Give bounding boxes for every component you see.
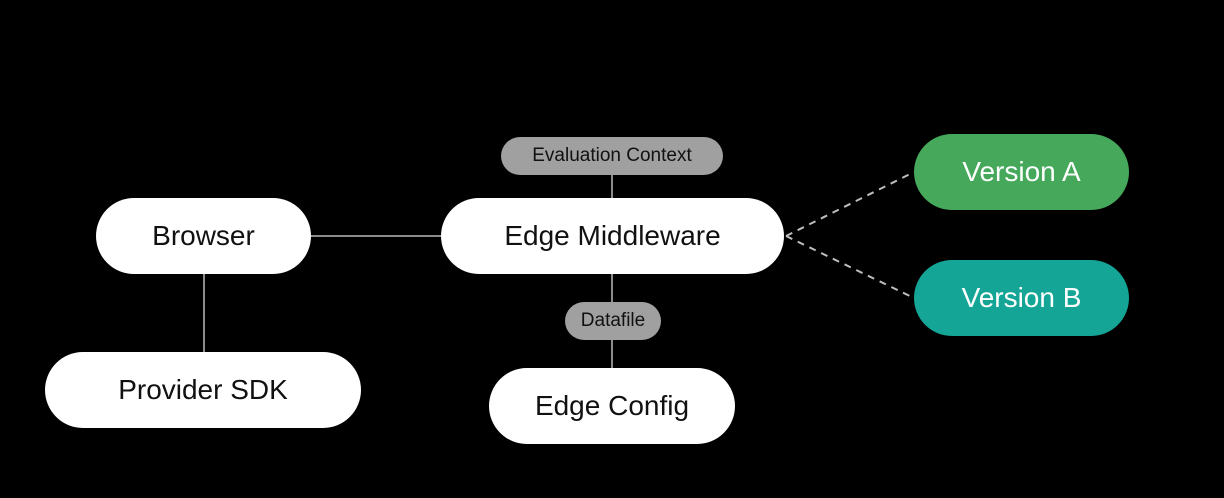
edge-config-node: Edge Config xyxy=(489,368,735,444)
version-b-label: Version B xyxy=(961,282,1082,313)
edge-middleware-label: Edge Middleware xyxy=(504,220,721,251)
version-a-node: Version A xyxy=(914,134,1129,210)
dashed-connector-version-a xyxy=(785,171,915,237)
version-b-node: Version B xyxy=(914,260,1129,336)
datafile-label: Datafile xyxy=(580,310,646,331)
evaluation-context-tag: Evaluation Context xyxy=(501,137,723,175)
dashed-connector-version-b xyxy=(785,235,915,299)
provider-sdk-label: Provider SDK xyxy=(118,374,288,405)
edge-middleware-node: Edge Middleware xyxy=(441,198,784,274)
evaluation-context-label: Evaluation Context xyxy=(532,145,692,166)
datafile-tag: Datafile xyxy=(565,302,661,340)
browser-label: Browser xyxy=(152,220,255,251)
edge-config-label: Edge Config xyxy=(534,390,690,421)
provider-sdk-node: Provider SDK xyxy=(45,352,361,428)
browser-node: Browser xyxy=(96,198,311,274)
version-a-label: Version A xyxy=(962,156,1081,187)
